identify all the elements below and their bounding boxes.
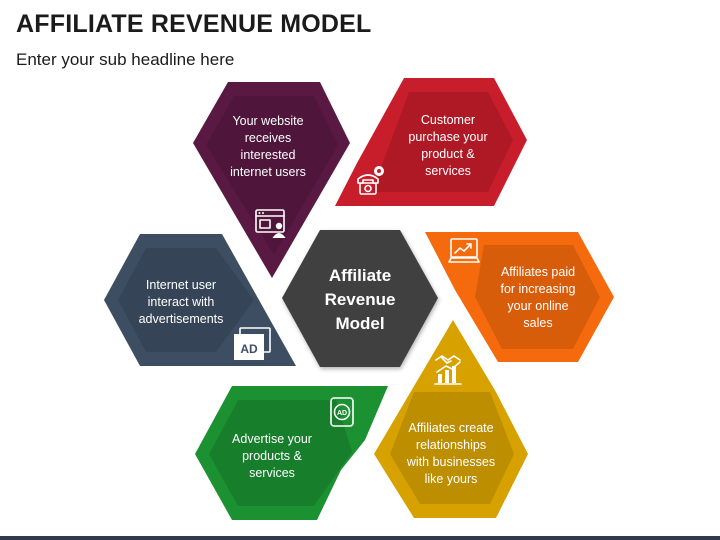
text-line: your online [507, 299, 568, 313]
segment-paid-text: Affiliates paid for increasing your online… [500, 265, 575, 330]
ad-window-label: AD [240, 342, 258, 356]
browser-user-icon [255, 209, 286, 238]
handshake-chart-icon [434, 355, 462, 385]
text-line: purchase your [408, 130, 487, 144]
ad-badge-icon: AD [330, 397, 354, 427]
text-line: Internet user [146, 278, 216, 292]
text-line: product & [421, 147, 475, 161]
segment-website-text: Your website receives interested internet u… [230, 114, 306, 179]
text-line: Affiliates paid [501, 265, 575, 279]
text-line: Affiliate [329, 266, 391, 285]
segment-interact-inner [118, 248, 254, 352]
segment-interact-shape [104, 234, 296, 366]
text-line: Customer [421, 113, 475, 127]
segment-paid-shape [425, 232, 614, 362]
text-line: internet users [230, 165, 306, 179]
text-line: Revenue [325, 290, 396, 309]
segment-relationships-text: Affiliates create relationships with busin… [406, 421, 495, 486]
ad-badge-label: AD [337, 410, 347, 417]
segment-advertise: Advertise your products & services AD [195, 386, 388, 520]
text-line: with businesses [406, 455, 495, 469]
segment-website-shape [193, 82, 350, 278]
text-line: receives [245, 131, 292, 145]
bottom-bar [0, 536, 720, 540]
segment-advertise-inner [209, 400, 352, 506]
text-line: Advertise your [232, 432, 312, 446]
segment-customer-text: Customer purchase your product & services [408, 113, 487, 178]
text-line: services [249, 466, 295, 480]
text-line: interact with [148, 295, 215, 309]
page-subtitle: Enter your sub headline here [16, 50, 235, 69]
laptop-chart-icon [448, 238, 480, 263]
text-line: advertisements [139, 312, 224, 326]
text-line: Model [335, 314, 384, 333]
text-line: Affiliates create [408, 421, 493, 435]
center-hexagon-shape [282, 230, 438, 367]
text-line: sales [523, 316, 552, 330]
ad-window-icon: AD [234, 327, 271, 360]
text-line: relationships [416, 438, 486, 452]
text-line: products & [242, 449, 302, 463]
segment-website-inner [206, 96, 338, 255]
segment-website: Your website receives interested internet u… [193, 82, 350, 278]
segment-paid: Affiliates paid for increasing your online… [425, 232, 614, 362]
segment-interact: Internet user interact with advertisements… [104, 234, 296, 366]
segment-customer: Customer purchase your product & services [335, 78, 527, 206]
text-line: services [425, 164, 471, 178]
segment-relationships-inner [390, 392, 514, 504]
segment-advertise-text: Advertise your products & services [232, 432, 312, 480]
segment-paid-inner [475, 245, 600, 349]
text-line: like yours [425, 472, 478, 486]
segment-interact-text: Internet user interact with advertisements [139, 278, 224, 326]
text-line: interested [241, 148, 296, 162]
page-title: AFFILIATE REVENUE MODEL [16, 10, 372, 38]
phone-gear-icon [357, 166, 384, 195]
segment-relationships: Affiliates create relationships with busin… [374, 320, 528, 518]
text-line: Your website [232, 114, 303, 128]
text-line: for increasing [500, 282, 575, 296]
segment-customer-inner [372, 92, 513, 192]
segment-relationships-shape [374, 320, 528, 518]
